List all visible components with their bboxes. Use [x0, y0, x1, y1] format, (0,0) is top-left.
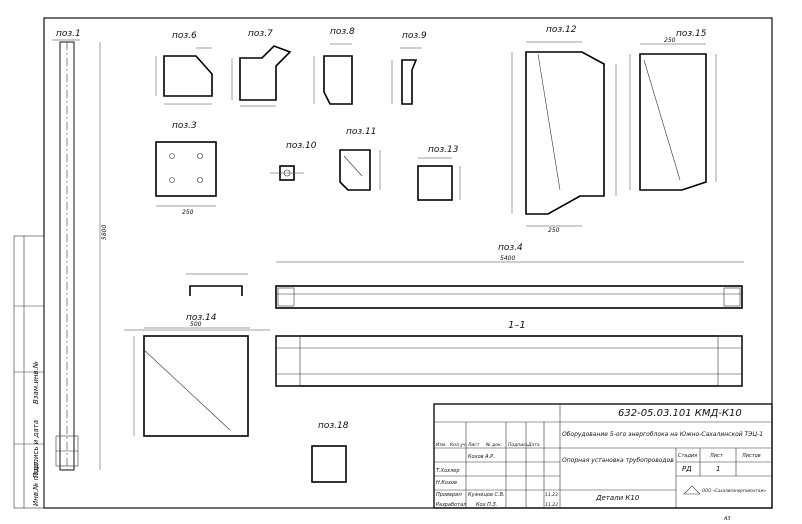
name-1: Кохов А.Р. [468, 454, 495, 460]
label-pos8: поз.8 [330, 27, 355, 37]
detail-pos3: поз.3 250 [155, 121, 217, 216]
drawing-number: 632-05.03.101 КМД-К10 [618, 408, 742, 419]
label-pos1: поз.1 [56, 29, 81, 39]
strip-label-3: Инв.№ подл. [32, 460, 40, 506]
company-logo: ООО «Сахалинэнергомонтаж» [683, 485, 767, 495]
detail-pos4: поз.4 5400 [275, 243, 744, 309]
dim-beam: 5400 [500, 255, 515, 262]
detail-pos13: поз.14 500 [133, 313, 250, 437]
detail-pos15: поз.15 250 [629, 29, 717, 191]
title-block: 632-05.03.101 КМД-К10 Оборудование 5-ого… [433, 403, 773, 509]
label-pos15: поз.15 [676, 29, 707, 39]
channel-profile [186, 273, 248, 296]
name-5: Кох П.З. [476, 502, 497, 508]
dim-pos13: 500 [190, 321, 202, 328]
detail-pos10: поз.10 [270, 141, 317, 181]
stage-header: Стадия [678, 453, 697, 459]
detail-pos6: поз.6 [155, 31, 213, 105]
col-header-1: Изм. [436, 442, 447, 448]
label-pos18: поз.18 [318, 421, 349, 431]
sheet-header: Лист [709, 453, 724, 459]
sheet-number: 1 [716, 465, 720, 473]
label-pos10: поз.10 [286, 141, 317, 151]
col-header-2: Кол.уч. [450, 442, 467, 448]
date-2: 11.23 [545, 502, 558, 508]
detail-pos7: поз.7 [231, 29, 292, 107]
dim-pos12: 250 [548, 227, 560, 234]
left-binding-strip: Взам.инв.№ Подпись и дата Инв.№ подл. [13, 235, 45, 509]
sheets-header: Листов [741, 453, 761, 459]
label-pos3: поз.3 [172, 121, 197, 131]
role-3: Разработал [436, 502, 467, 508]
detail-pos1: поз.1 5800 [52, 29, 108, 471]
label-pos13: поз.14 [186, 313, 217, 323]
label-pos12: поз.12 [546, 25, 577, 35]
section-1-1: 1–1 [124, 320, 743, 387]
dim-column: 5800 [101, 225, 108, 240]
format-label: А3 [723, 516, 731, 522]
label-pos9: поз.9 [402, 31, 427, 41]
label-pos14: поз.13 [428, 145, 459, 155]
label-pos7: поз.7 [248, 29, 273, 39]
strip-label-1: Взам.инв.№ [32, 361, 40, 404]
label-pos6: поз.6 [172, 31, 197, 41]
detail-pos9: поз.9 [391, 31, 427, 105]
col-header-6: Дата [527, 442, 540, 448]
detail-pos14: поз.13 [417, 145, 461, 201]
detail-pos8: поз.8 [313, 27, 355, 105]
object-title: Оборудование 5-ого энергоблока на Южно-С… [562, 431, 763, 438]
col-header-4: № док. [485, 442, 502, 448]
section-label: 1–1 [508, 320, 526, 331]
dim-pos3: 250 [182, 209, 194, 216]
col-header-3: Лист [467, 442, 480, 448]
detail-pos12: поз.12 250 [511, 25, 617, 234]
label-pos4: поз.4 [498, 243, 523, 253]
detail-pos11: поз.11 [339, 127, 381, 191]
dim-pos15: 250 [664, 37, 676, 44]
name-2: Т.Хохлер [436, 468, 460, 474]
role-2: Проверил [436, 492, 462, 498]
date-1: 11.23 [545, 492, 558, 498]
sheet-title: Детали К10 [595, 494, 640, 502]
name-4: Кузнецов С.В. [468, 492, 505, 498]
detail-pos18: поз.18 [311, 421, 349, 483]
assembly-title: Опорная установка трубопроводов [562, 457, 674, 464]
col-header-5: Подпись [508, 442, 529, 448]
company-name: ООО «Сахалинэнергомонтаж» [702, 488, 767, 493]
label-pos11: поз.11 [346, 127, 377, 137]
stage-value: РД [682, 465, 692, 473]
name-3: Н.Кохов [436, 480, 457, 486]
strip-label-2: Подпись и дата [32, 420, 40, 478]
